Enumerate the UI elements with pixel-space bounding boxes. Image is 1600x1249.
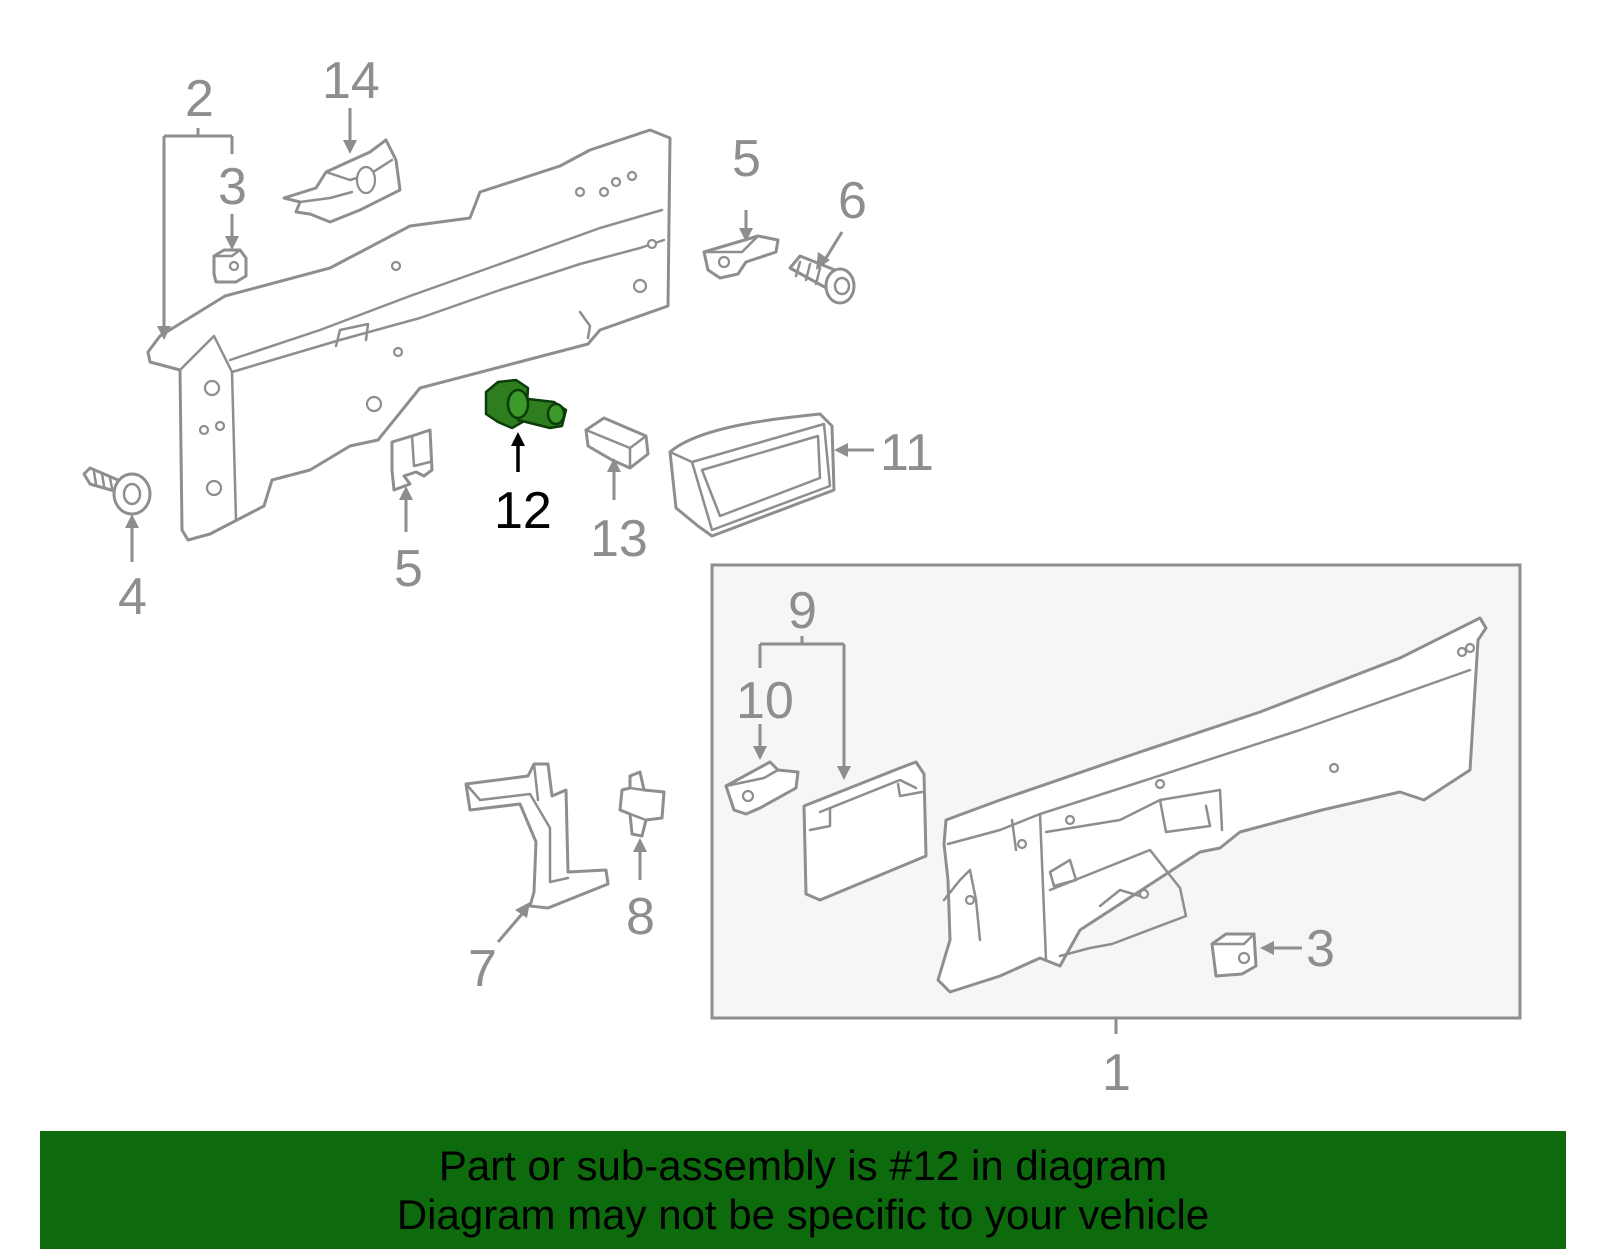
callout-5-lower: 5 [394,540,423,598]
callout-9: 9 [788,582,817,640]
part-8-bracket[interactable] [618,770,666,838]
part-6-bolt[interactable] [788,254,856,305]
callout-12: 12 [494,482,552,540]
callout-3-lower: 3 [1306,920,1335,978]
part-1-side-panel-assembly[interactable] [936,616,1488,994]
part-3-clip-lower[interactable] [1210,932,1258,978]
callout-11: 11 [880,424,934,482]
part-14-bracket[interactable] [282,138,402,224]
part-5-bracket-left[interactable] [390,428,434,492]
part-12-highlighted-fastener[interactable] [484,378,568,430]
part-7-corner-bracket[interactable] [464,762,610,910]
callout-6: 6 [838,172,867,230]
part-4-bolt[interactable] [82,466,152,516]
part-3-clip-upper[interactable] [212,248,248,284]
callout-3-upper: 3 [218,158,247,216]
footer-banner: Part or sub-assembly is #12 in diagram D… [40,1131,1566,1249]
callout-5-upper: 5 [732,130,761,188]
callout-13: 13 [590,510,648,568]
part-2-rail-panel[interactable] [146,128,672,542]
part-9-plate[interactable] [802,760,928,902]
footer-line-part-info: Part or sub-assembly is #12 in diagram [438,1142,1168,1189]
part-11-lamp[interactable] [668,412,836,538]
part-5-bracket-right[interactable] [702,234,780,280]
callout-14: 14 [322,52,380,110]
footer-line-disclaimer: Diagram may not be specific to your vehi… [396,1191,1210,1238]
part-10-gusset[interactable] [724,760,800,816]
callout-8: 8 [626,888,655,946]
callout-labels: 2 3 14 5 6 4 5 12 13 11 9 10 8 7 3 1 [118,52,1335,1102]
callout-1: 1 [1102,1044,1131,1102]
callout-2: 2 [185,70,214,128]
leader-lines [125,108,1302,1034]
callout-4: 4 [118,568,147,626]
callout-7: 7 [468,940,497,998]
part-13-pad[interactable] [584,416,650,470]
callout-10: 10 [736,672,794,730]
